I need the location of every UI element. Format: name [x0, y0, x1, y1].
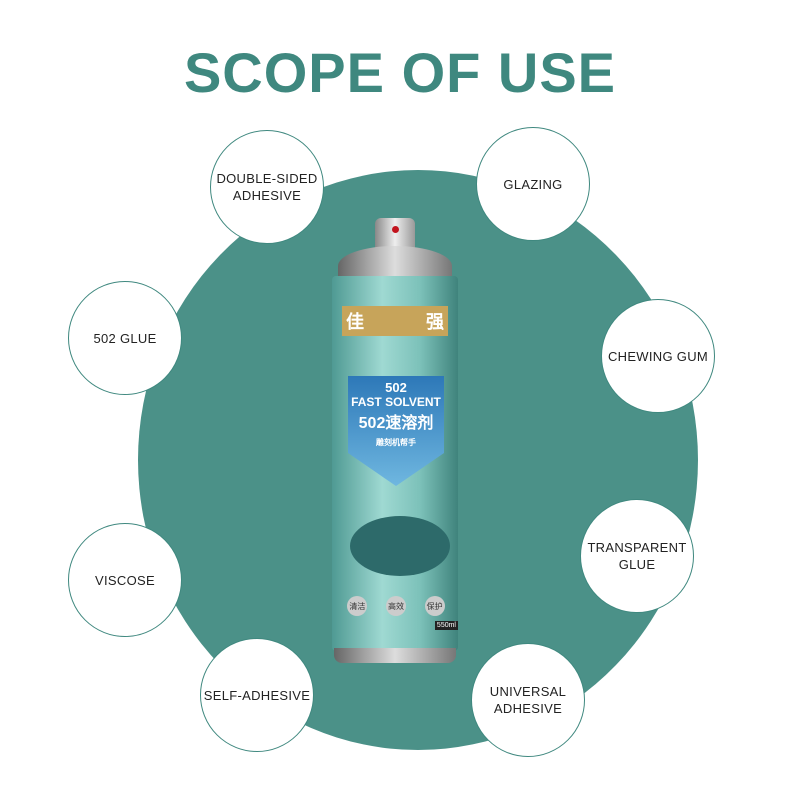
- use-bubble: UNIVERSAL ADHESIVE: [471, 643, 585, 757]
- use-bubble: TRANSPARENT GLUE: [580, 499, 694, 613]
- brand-logo: 佳强: [342, 306, 448, 336]
- use-bubble: 502 GLUE: [68, 281, 182, 395]
- can-body: 佳强 502 FAST SOLVENT 502速溶剂 雕刻机帮手 清洁 高效 保…: [332, 276, 458, 651]
- brand-char: 佳: [346, 312, 364, 332]
- use-bubble: VISCOSE: [68, 523, 182, 637]
- use-bubble: GLAZING: [476, 127, 590, 241]
- use-bubble: DOUBLE-SIDED ADHESIVE: [210, 130, 324, 244]
- feature-badges: 清洁 高效 保护: [338, 596, 454, 616]
- can-base: [334, 648, 456, 663]
- feature-badge: 高效: [385, 596, 406, 616]
- use-bubble: CHEWING GUM: [601, 299, 715, 413]
- label-shield: 502 FAST SOLVENT 502速溶剂 雕刻机帮手: [348, 376, 444, 486]
- label-line: 502: [385, 380, 407, 395]
- label-line: 502速溶剂: [358, 415, 434, 432]
- label-line: FAST SOLVENT: [351, 395, 441, 409]
- cnc-machine-image: [350, 516, 450, 576]
- brand-char: 强: [426, 312, 444, 332]
- volume-label: 550ml: [434, 621, 458, 630]
- use-bubble: SELF-ADHESIVE: [200, 638, 314, 752]
- feature-badge: 清洁: [347, 596, 368, 616]
- label-line: 雕刻机帮手: [376, 438, 416, 447]
- nozzle: [375, 218, 415, 248]
- spray-can: 佳强 502 FAST SOLVENT 502速溶剂 雕刻机帮手 清洁 高效 保…: [330, 218, 460, 663]
- page-title: SCOPE OF USE: [183, 41, 617, 104]
- feature-badge: 保护: [424, 596, 445, 616]
- nozzle-dot: [392, 226, 399, 233]
